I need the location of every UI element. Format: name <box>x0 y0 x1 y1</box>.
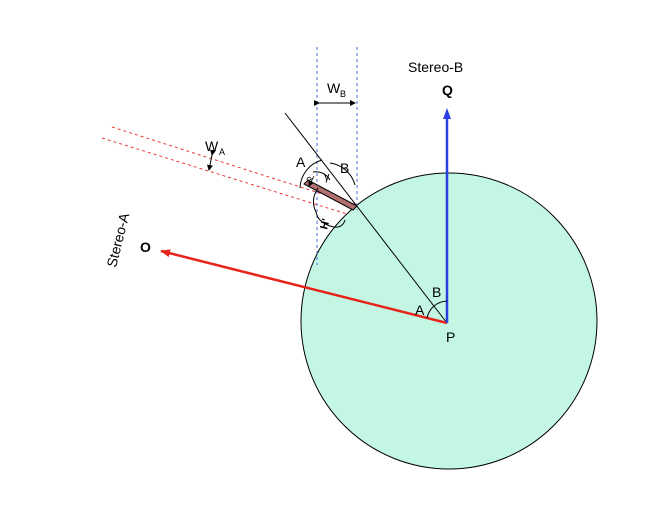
stereo-b-arrowhead <box>443 108 451 119</box>
surface-feature <box>303 179 358 211</box>
label-angle-b-top: B <box>340 160 349 176</box>
angle-arc-a-center <box>426 305 435 319</box>
wa-guide-bottom <box>101 137 348 215</box>
angle-arc-gamma <box>312 171 331 181</box>
h-prime-brace <box>312 187 346 228</box>
label-d: d <box>304 175 314 183</box>
label-wa-main: W <box>205 138 219 154</box>
radial-line <box>284 112 448 324</box>
stereo-a-arrow <box>160 249 448 325</box>
label-angle-a-center: A <box>415 302 425 318</box>
angle-arc-b-top <box>329 162 356 186</box>
label-q: Q <box>442 82 453 98</box>
sphere <box>300 172 598 470</box>
label-stereo-b: Stereo-B <box>408 59 463 75</box>
d-arrow <box>308 175 315 187</box>
label-wa-sub: A <box>219 147 225 157</box>
label-o: O <box>140 239 151 255</box>
label-wb-sub: B <box>340 89 346 99</box>
label-p: P <box>446 329 455 345</box>
label-stereo-a: Stereo-A <box>103 211 132 269</box>
label-angle-a-top: A <box>296 154 306 170</box>
label-h-prime: H' <box>318 217 332 231</box>
angle-arc-b-center <box>433 300 448 307</box>
label-gamma: γ <box>324 171 330 183</box>
wa-guide-top <box>111 126 358 206</box>
label-angle-b-center: B <box>432 284 441 300</box>
angle-arc-a-top <box>299 159 323 189</box>
wa-arrow <box>207 149 216 171</box>
label-wb-main: W <box>327 80 341 96</box>
